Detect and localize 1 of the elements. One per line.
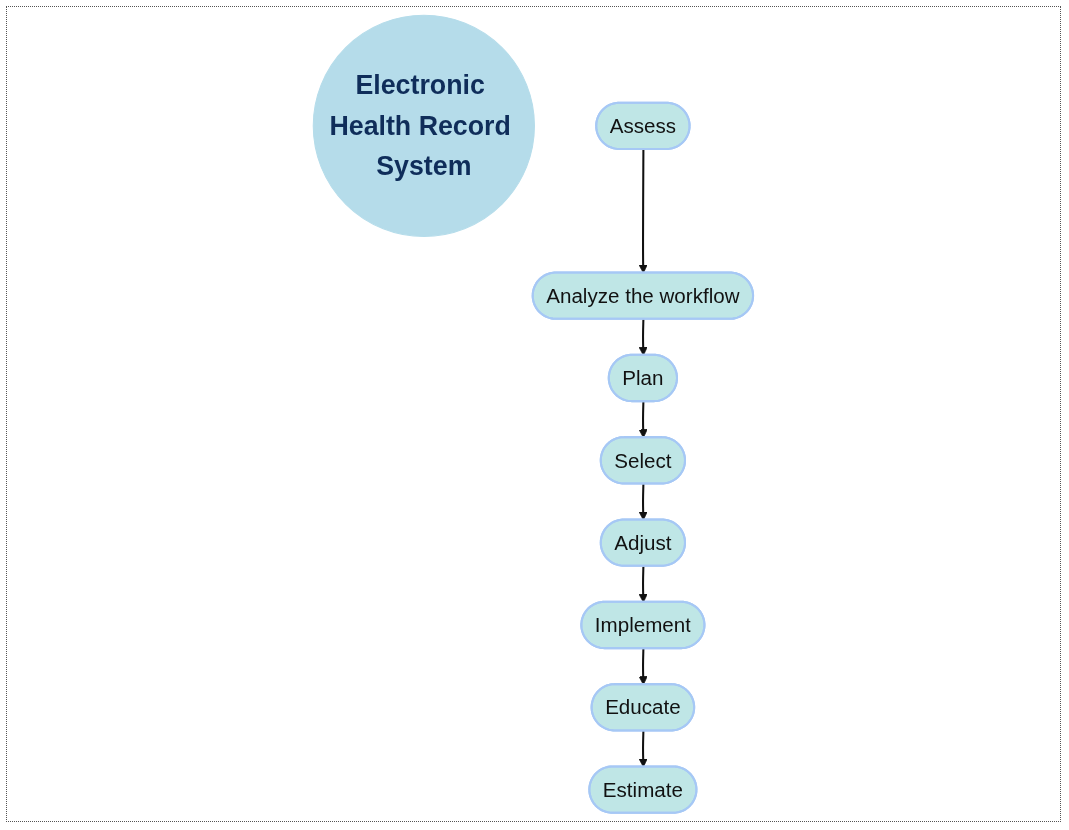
node-circle: Electronic Health Record System <box>313 14 536 237</box>
